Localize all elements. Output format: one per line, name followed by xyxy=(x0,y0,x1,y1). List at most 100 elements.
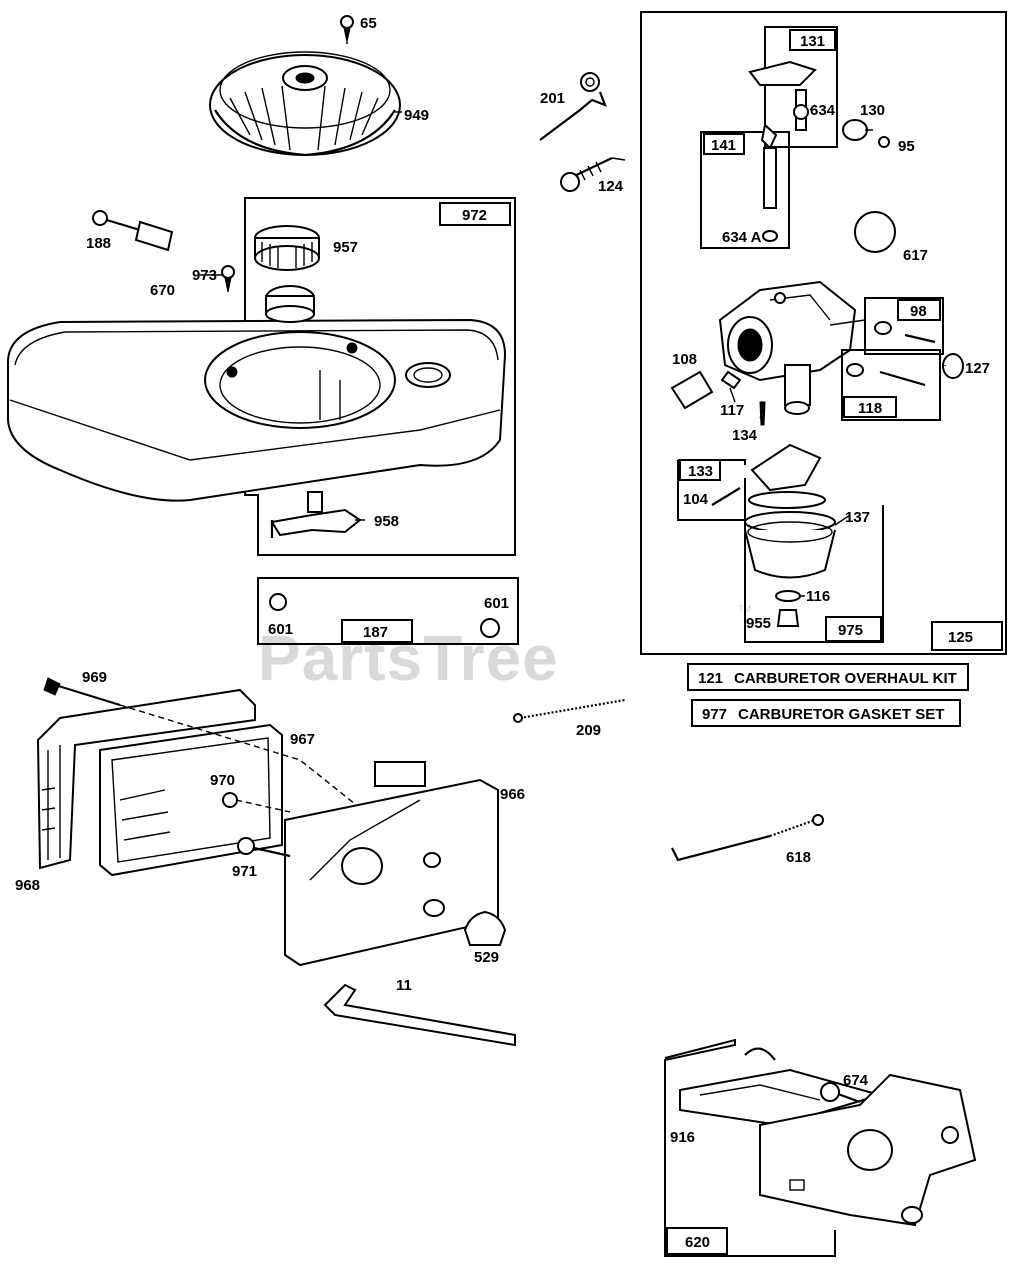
leader-lines xyxy=(200,42,946,597)
callout-529: 529 xyxy=(474,949,499,966)
box-label-98: 98 xyxy=(910,303,927,320)
box-125-frame xyxy=(640,11,1007,655)
callout-209: 209 xyxy=(576,722,601,739)
box-133-frame xyxy=(677,459,746,521)
box-label-133: 133 xyxy=(688,463,713,480)
callout-11: 11 xyxy=(396,977,412,994)
box-118-frame xyxy=(841,349,941,421)
kit-gasket-number: 977 xyxy=(702,706,727,723)
box-975-frame xyxy=(744,478,884,643)
nut-955 xyxy=(776,609,800,627)
screen-cap-949 xyxy=(209,51,401,157)
kit-overhaul-label: CARBURETOR OVERHAUL KIT xyxy=(734,670,957,687)
fuel-cap-957 xyxy=(254,225,320,271)
screw-98 xyxy=(874,321,936,344)
box-972-frame xyxy=(244,197,516,556)
callout-966: 966 xyxy=(500,786,525,803)
wrench-11 xyxy=(323,983,516,1047)
link-618 xyxy=(671,814,824,862)
throttle-shaft-141 xyxy=(760,123,778,242)
choke-plate-130 xyxy=(842,119,890,148)
spring-201 xyxy=(539,72,607,141)
screw-971 xyxy=(237,837,291,858)
box-187-frame xyxy=(257,577,519,645)
choke-shaft-131 xyxy=(748,60,817,131)
callout-201: 201 xyxy=(540,90,565,107)
spacer-670 xyxy=(92,210,174,252)
spring-209 xyxy=(513,698,626,723)
box-label-975: 975 xyxy=(838,622,863,639)
air-cleaner-base-968 xyxy=(36,688,256,870)
bowl-137 xyxy=(744,491,836,579)
plate-108 xyxy=(670,370,714,410)
callout-968: 968 xyxy=(15,877,40,894)
box-620-frame xyxy=(664,1038,836,1257)
kit-gasket: 977 CARBURETOR GASKET SET xyxy=(691,699,961,727)
box-141-frame xyxy=(700,131,790,249)
kit-gasket-label: CARBURETOR GASKET SET xyxy=(738,706,944,723)
watermark: PartsTree TM xyxy=(258,604,751,694)
callout-601-left: 601 xyxy=(268,621,293,638)
callout-134: 134 xyxy=(732,427,758,444)
callout-916: 916 xyxy=(670,1129,695,1146)
kit-overhaul: 121 CARBURETOR OVERHAUL KIT xyxy=(687,663,969,691)
fuel-tank xyxy=(7,285,507,502)
callout-634a: 634 A xyxy=(722,229,762,246)
box-131-frame xyxy=(764,26,838,148)
gasket-617 xyxy=(854,211,896,253)
box-98-frame xyxy=(864,297,944,355)
box-label-118: 118 xyxy=(858,400,882,417)
callout-65: 65 xyxy=(360,15,377,32)
callout-967: 967 xyxy=(290,731,315,748)
box-label-187: 187 xyxy=(363,624,388,641)
callout-969: 969 xyxy=(82,669,107,686)
bolt-124 xyxy=(560,157,613,192)
box-label-131: 131 xyxy=(800,33,825,50)
callout-labels: 65 949 201 124 188 670 973 957 958 601 6… xyxy=(15,15,990,1146)
box-label-972: 972 xyxy=(462,207,487,224)
callout-130: 130 xyxy=(860,102,885,119)
air-cleaner-cover-966 xyxy=(284,761,499,967)
pin-104 xyxy=(711,487,741,506)
callout-973: 973 xyxy=(192,267,217,284)
callout-127: 127 xyxy=(965,360,990,377)
screw-65 xyxy=(340,15,354,43)
callout-958: 958 xyxy=(374,513,399,530)
callout-617: 617 xyxy=(903,247,928,264)
callout-618: 618 xyxy=(786,849,811,866)
oring-127 xyxy=(942,353,964,379)
callout-949: 949 xyxy=(404,107,429,124)
float-133 xyxy=(750,443,822,492)
callout-117: 117 xyxy=(720,402,744,419)
washer-116 xyxy=(775,590,801,602)
box-label-125: 125 xyxy=(948,629,973,646)
screw-969 xyxy=(43,677,441,873)
callout-124: 124 xyxy=(598,178,624,195)
control-bracket-916 xyxy=(679,1047,977,1227)
elbow-529 xyxy=(463,910,507,946)
callout-957: 957 xyxy=(333,239,358,256)
callout-95: 95 xyxy=(898,138,915,155)
screw-973 xyxy=(221,265,235,293)
pin-117 xyxy=(720,370,742,390)
needle-118 xyxy=(846,363,926,387)
callout-601-right: 601 xyxy=(484,595,509,612)
callout-970: 970 xyxy=(210,772,235,789)
box-label-620: 620 xyxy=(685,1234,710,1251)
callout-670: 670 xyxy=(150,282,175,299)
callout-108: 108 xyxy=(672,351,697,368)
callout-955: 955 xyxy=(746,615,771,632)
screw-970 xyxy=(222,792,291,813)
fuel-valve-958 xyxy=(270,491,362,538)
callout-634: 634 xyxy=(810,102,836,119)
boxed-labels: 972 187 131 141 98 118 133 975 125 620 xyxy=(363,33,973,1251)
carburetor-body xyxy=(718,280,857,415)
callout-104: 104 xyxy=(683,491,709,508)
screw-674 xyxy=(820,1082,861,1104)
fuel-line xyxy=(269,593,500,638)
box-label-141: 141 xyxy=(711,137,736,154)
kit-overhaul-number: 121 xyxy=(698,670,723,687)
callout-116: 116 xyxy=(806,588,830,605)
callout-674: 674 xyxy=(843,1072,869,1089)
